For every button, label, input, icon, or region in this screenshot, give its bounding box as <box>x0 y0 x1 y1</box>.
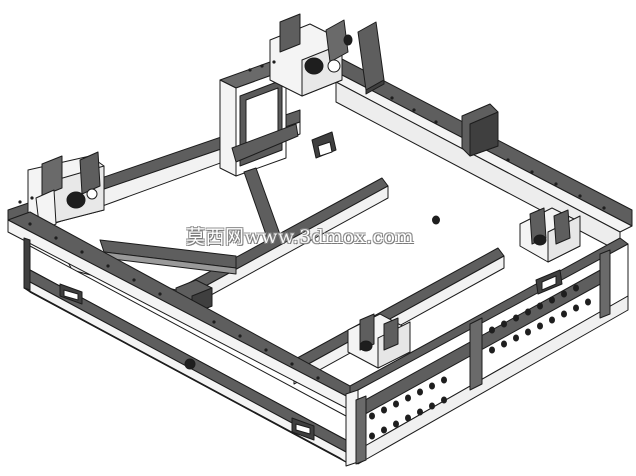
top-mount-bracket <box>269 13 385 97</box>
front-panel-holes <box>369 215 591 440</box>
diagonal-brace <box>231 123 299 247</box>
watermark-text: 莫西网www.3dmox.com <box>186 226 415 248</box>
right-rail-bracket <box>461 103 499 157</box>
bolt-holes <box>18 60 606 380</box>
front-rail <box>7 211 351 463</box>
back-upright-post <box>219 61 287 177</box>
front-clamps <box>347 207 581 369</box>
clip-brackets <box>59 131 563 441</box>
